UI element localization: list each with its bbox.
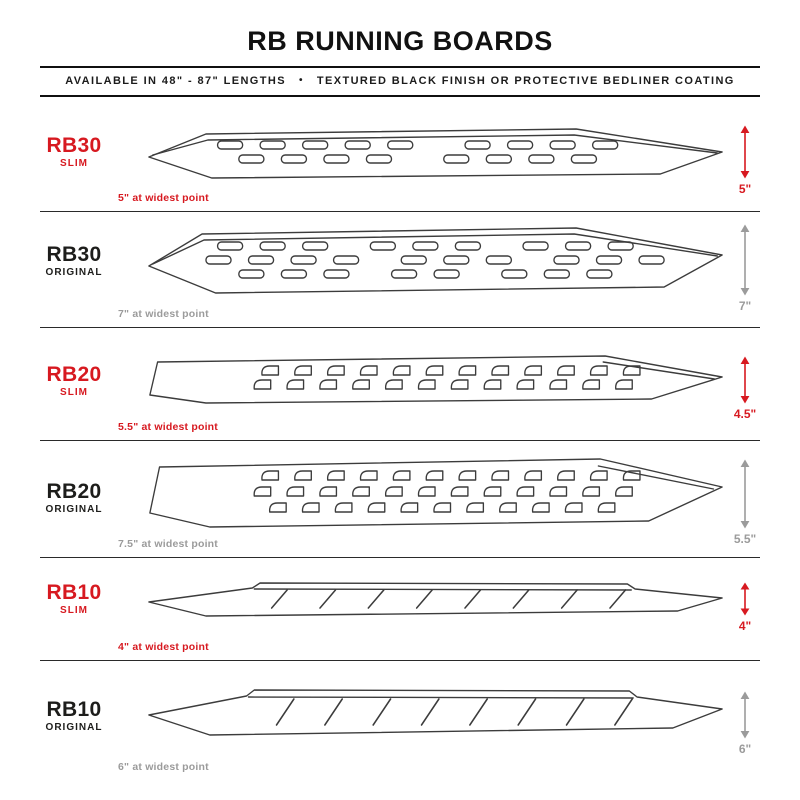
height-arrow-icon	[740, 125, 750, 179]
rb30-original-board-drawing	[146, 224, 726, 305]
height-arrow-icon	[740, 356, 750, 404]
board-row-rb20-slim: RB20 SLIM 4.5" 5.5" at widest point	[40, 328, 760, 441]
rb10-slim-height-dimension: 4"	[730, 582, 760, 633]
page-title: RB RUNNING BOARDS	[247, 26, 553, 56]
model-variant: ORIGINAL	[45, 722, 103, 734]
height-arrow-icon	[740, 459, 750, 529]
height-label: 4"	[738, 619, 752, 633]
board-row-rb30-original: RB30 ORIGINAL 7" 7" at widest point	[40, 212, 760, 328]
subtitle-lengths: AVAILABLE IN 48" - 87" LENGTHS	[65, 75, 286, 87]
model-name: RB20	[46, 363, 102, 386]
model-variant: ORIGINAL	[45, 504, 103, 516]
model-name: RB30	[46, 134, 102, 157]
rb10-slim-board-drawing	[146, 578, 726, 627]
rb20-original-board-drawing	[146, 457, 726, 536]
model-variant: SLIM	[60, 387, 88, 399]
width-note: 7.5" at widest point	[118, 538, 218, 550]
bullet-separator: •	[298, 75, 304, 86]
rb20-slim-board-drawing	[146, 354, 726, 411]
rb10-original-height-dimension: 6"	[730, 691, 760, 756]
board-row-rb10-original: RB10 ORIGINAL 6" 6" at widest point	[40, 661, 760, 785]
subtitle-finish: TEXTURED BLACK FINISH OR PROTECTIVE BEDL…	[316, 75, 735, 87]
model-name: RB10	[46, 581, 102, 604]
width-note: 6" at widest point	[118, 761, 209, 773]
height-label: 5.5"	[733, 532, 757, 546]
height-label: 6"	[738, 742, 752, 756]
model-name: RB10	[46, 698, 102, 721]
rb20-slim-height-dimension: 4.5"	[730, 356, 760, 421]
height-arrow-icon	[740, 582, 750, 616]
height-label: 5"	[738, 182, 752, 196]
width-note: 4" at widest point	[118, 641, 209, 653]
rb30-original-height-dimension: 7"	[730, 224, 760, 313]
rb30-slim-height-dimension: 5"	[730, 125, 760, 196]
width-note: 5.5" at widest point	[118, 421, 218, 433]
subtitle-bar: AVAILABLE IN 48" - 87" LENGTHS • TEXTURED …	[40, 66, 760, 97]
model-label-rb10-original: RB10 ORIGINAL	[40, 698, 108, 734]
rb10-original-board-drawing	[146, 685, 726, 746]
rb20-original-height-dimension: 5.5"	[730, 459, 760, 546]
model-variant: SLIM	[60, 158, 88, 170]
height-label: 4.5"	[733, 407, 757, 421]
model-variant: SLIM	[60, 605, 88, 617]
model-name: RB20	[46, 480, 102, 503]
model-label-rb30-original: RB30 ORIGINAL	[40, 243, 108, 279]
board-row-rb20-original: RB20 ORIGINAL 5.5" 7.5" at widest point	[40, 441, 760, 558]
width-note: 5" at widest point	[118, 192, 209, 204]
model-label-rb10-slim: RB10 SLIM	[40, 581, 108, 617]
model-label-rb20-original: RB20 ORIGINAL	[40, 480, 108, 516]
model-label-rb20-slim: RB20 SLIM	[40, 363, 108, 399]
height-label: 7"	[738, 299, 752, 313]
height-arrow-icon	[740, 224, 750, 296]
height-arrow-icon	[740, 691, 750, 739]
model-label-rb30-slim: RB30 SLIM	[40, 134, 108, 170]
model-name: RB30	[46, 243, 102, 266]
board-row-rb30-slim: RB30 SLIM 5" 5" at widest point	[40, 97, 760, 212]
rb30-slim-board-drawing	[146, 125, 726, 188]
model-variant: ORIGINAL	[45, 267, 103, 279]
board-row-rb10-slim: RB10 SLIM 4" 4" at widest point	[40, 558, 760, 661]
width-note: 7" at widest point	[118, 308, 209, 320]
